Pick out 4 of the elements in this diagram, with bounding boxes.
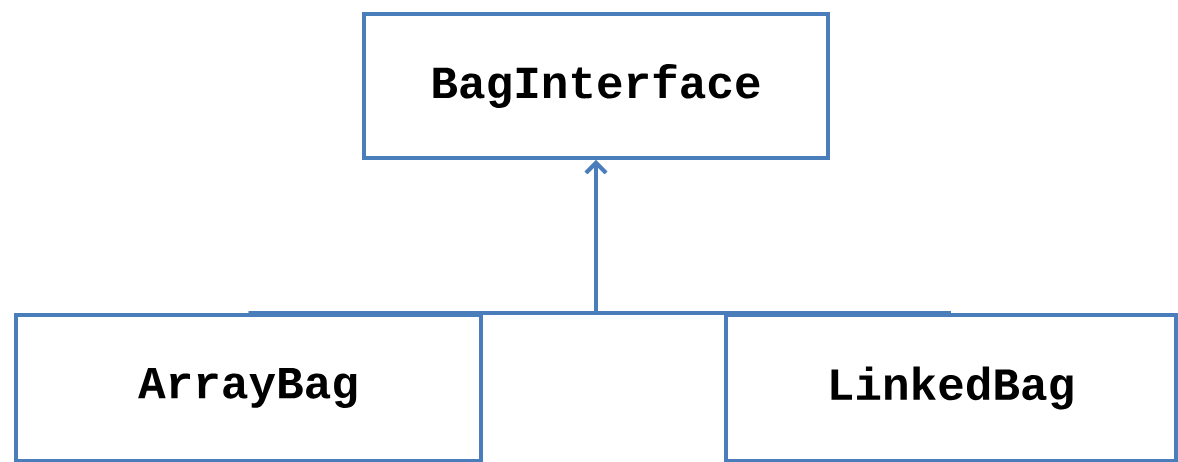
class-box: LinkedBag bbox=[724, 313, 1178, 462]
class-box: ArrayBag bbox=[14, 313, 483, 462]
inheritance-arrow bbox=[584, 160, 951, 315]
class-box: BagInterface bbox=[362, 12, 830, 160]
